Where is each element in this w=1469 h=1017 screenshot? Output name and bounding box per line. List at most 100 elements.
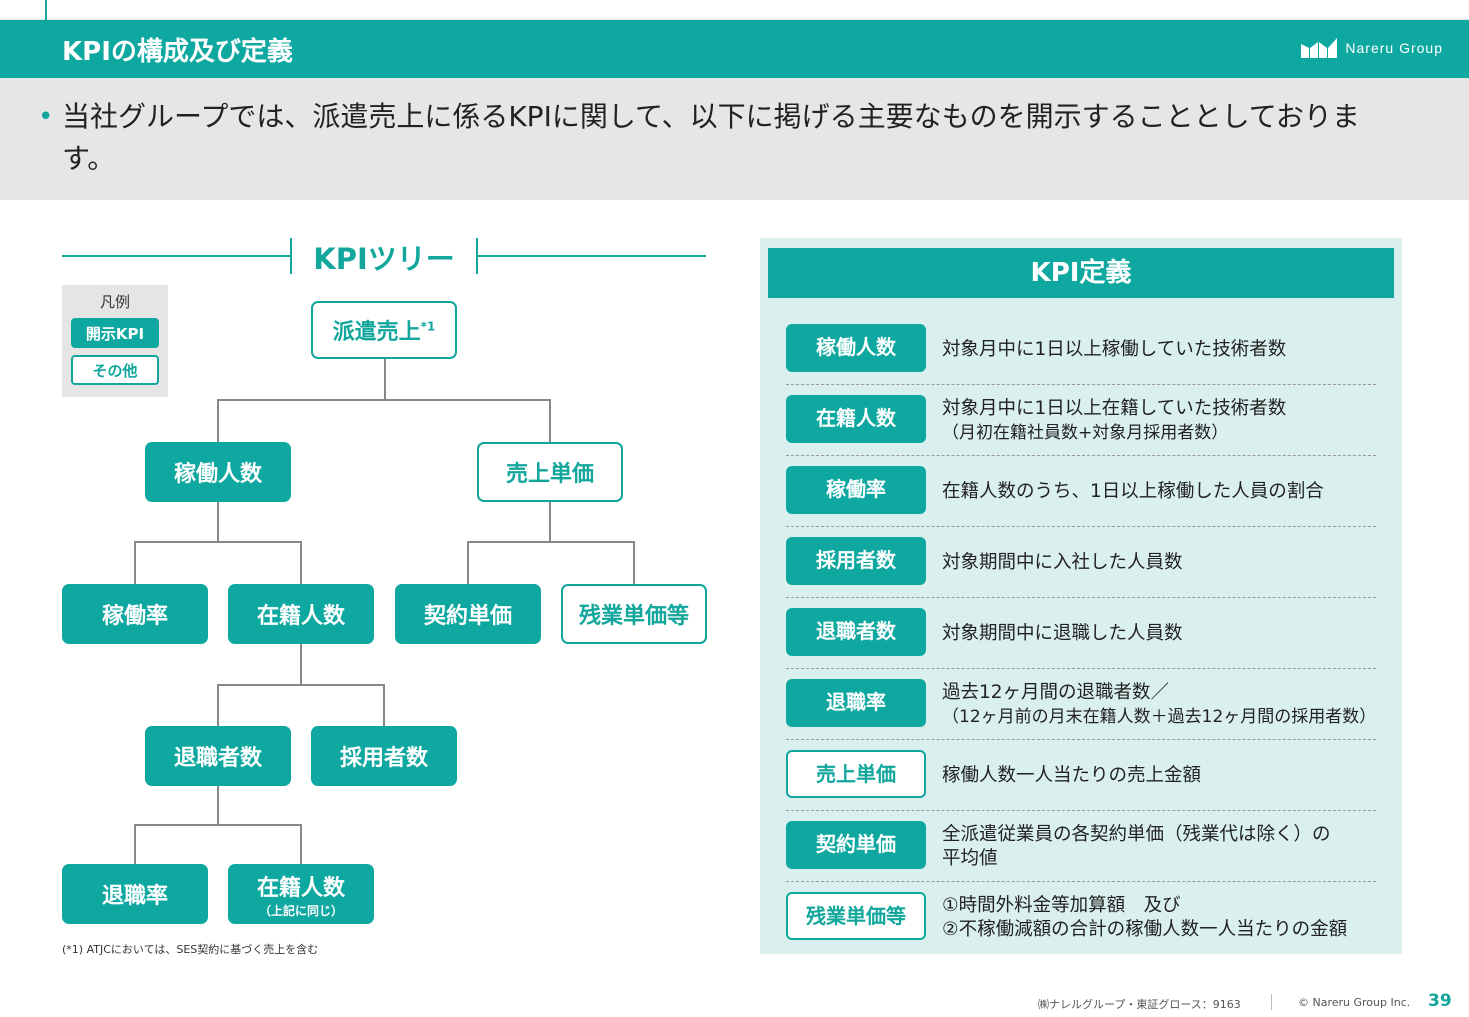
kpi-term: 退職者数 xyxy=(786,608,926,656)
connector xyxy=(217,502,219,542)
page-number: 39 xyxy=(1428,991,1452,1011)
node-enrolled-count: 在籍人数 xyxy=(228,584,374,644)
connector xyxy=(549,502,551,542)
connector xyxy=(633,541,635,584)
tree-title-tick-left xyxy=(290,238,292,274)
kpi-description-line1: 稼働人数一人当たりの売上金額 xyxy=(942,764,1202,786)
kpi-term: 退職率 xyxy=(786,679,926,727)
connector xyxy=(217,684,385,686)
connector xyxy=(217,399,219,443)
node-enrolled-repeat-label: 在籍人数 xyxy=(256,876,345,901)
lead-section: • 当社グループでは、派遣売上に係るKPIに関して、以下に掲げる主要なものを開示… xyxy=(0,78,1469,200)
connector xyxy=(383,684,385,726)
kpi-term: 売上単価 xyxy=(786,750,926,798)
kpi-term: 契約単価 xyxy=(786,821,926,869)
connector xyxy=(300,824,302,864)
kpi-definition-row: 売上単価稼働人数一人当たりの売上金額 xyxy=(786,740,1376,811)
kpi-description-line2: ②不稼働減額の合計の稼働人数一人当たりの金額 xyxy=(942,918,1348,940)
kpi-description: 稼働人数一人当たりの売上金額 xyxy=(942,740,1382,811)
page-title: KPIの構成及び定義 xyxy=(62,37,293,67)
connector xyxy=(217,785,219,825)
node-contract-price: 契約単価 xyxy=(395,584,541,644)
kpi-description: 在籍人数のうち、1日以上稼働した人員の割合 xyxy=(942,456,1382,527)
kpi-term: 在籍人数 xyxy=(786,395,926,443)
node-dispatch-sales: 派遣売上*1 xyxy=(311,301,457,359)
kpi-description: 対象月中に1日以上在籍していた技術者数 （月初在籍社員数+対象月採用者数） xyxy=(942,385,1382,456)
node-hires: 採用者数 xyxy=(311,726,457,786)
footnote-marker: *1 xyxy=(420,319,436,334)
footnote: (*1) ATJCにおいては、SES契約に基づく売上を含む xyxy=(62,943,319,956)
node-operating-rate: 稼働率 xyxy=(62,584,208,644)
kpi-definition-row: 退職者数対象期間中に退職した人員数 xyxy=(786,598,1376,669)
lead-text: 当社グループでは、派遣売上に係るKPIに関して、以下に掲げる主要なものを開示する… xyxy=(62,100,1360,175)
footer-company: ㈱ナレルグループ・東証グロース：9163 xyxy=(1038,998,1241,1011)
legend-other: その他 xyxy=(71,355,159,385)
kpi-term: 稼働人数 xyxy=(786,324,926,372)
logo-text: Nareru Group xyxy=(1345,40,1443,56)
top-strip xyxy=(0,0,1469,20)
kpi-description: 対象期間中に退職した人員数 xyxy=(942,598,1382,669)
connector xyxy=(467,541,469,584)
connector xyxy=(217,684,219,726)
kpi-term: 稼働率 xyxy=(786,466,926,514)
kpi-definition-title: KPI定義 xyxy=(768,248,1394,298)
node-unit-price: 売上単価 xyxy=(477,442,623,502)
legend: 凡例 開示KPI その他 xyxy=(62,285,168,397)
connector xyxy=(300,541,302,584)
kpi-description-line2: （月初在籍社員数+対象月採用者数） xyxy=(942,422,1229,443)
kpi-description: 対象月中に1日以上稼働していた技術者数 xyxy=(942,314,1382,385)
company-logo: Nareru Group xyxy=(1301,38,1443,58)
node-overtime-price: 残業単価等 xyxy=(561,584,707,644)
footer-copyright: © Nareru Group Inc. xyxy=(1298,996,1411,1009)
kpi-definition-row: 退職率過去12ヶ月間の退職者数／ （12ヶ月前の月末在籍人数＋過去12ヶ月間の採用… xyxy=(786,669,1376,740)
kpi-description-line1: 全派遣従業員の各契約単価（残業代は除く）の xyxy=(942,823,1331,845)
tree-title-tick-right xyxy=(476,238,478,274)
kpi-definition-panel: KPI定義 稼働人数対象月中に1日以上稼働していた技術者数在籍人数対象月中に1日… xyxy=(760,238,1402,954)
connector xyxy=(134,541,136,584)
kpi-description-line1: 対象月中に1日以上在籍していた技術者数 xyxy=(942,397,1287,419)
connector xyxy=(217,399,551,401)
kpi-term: 採用者数 xyxy=(786,537,926,585)
legend-disclosed-kpi: 開示KPI xyxy=(71,318,159,348)
kpi-description: 対象期間中に入社した人員数 xyxy=(942,527,1382,598)
bullet-icon: • xyxy=(38,102,54,132)
kpi-definition-row: 契約単価全派遣従業員の各契約単価（残業代は除く）の平均値 xyxy=(786,811,1376,882)
kpi-definition-row: 稼働人数対象月中に1日以上稼働していた技術者数 xyxy=(786,314,1376,385)
node-enrolled-count-repeat: 在籍人数 （上記に同じ） xyxy=(228,864,374,924)
node-dispatch-sales-label: 派遣売上 xyxy=(332,320,421,345)
kpi-description: 過去12ヶ月間の退職者数／ （12ヶ月前の月末在籍人数＋過去12ヶ月間の採用者数） xyxy=(942,669,1382,740)
connector xyxy=(134,824,302,826)
connector xyxy=(467,541,635,543)
kpi-tree-title: KPIツリー xyxy=(313,242,455,276)
node-operating-count: 稼働人数 xyxy=(145,442,291,502)
connector xyxy=(549,399,551,443)
tree-title-line-left xyxy=(62,255,290,257)
header-bar: KPIの構成及び定義 Nareru Group xyxy=(0,20,1469,78)
connector xyxy=(134,541,302,543)
kpi-description-line1: 対象期間中に入社した人員数 xyxy=(942,551,1183,573)
kpi-description: 全派遣従業員の各契約単価（残業代は除く）の平均値 xyxy=(942,811,1382,882)
node-enrolled-repeat-sub: （上記に同じ） xyxy=(258,904,343,918)
kpi-description-line1: 過去12ヶ月間の退職者数／ xyxy=(942,681,1170,703)
kpi-description-line2: 平均値 xyxy=(942,847,998,869)
node-retire-rate: 退職率 xyxy=(62,864,208,924)
kpi-description-line1: 対象期間中に退職した人員数 xyxy=(942,622,1183,644)
kpi-definition-row: 在籍人数対象月中に1日以上在籍していた技術者数 （月初在籍社員数+対象月採用者数） xyxy=(786,385,1376,456)
legend-title: 凡例 xyxy=(99,293,130,311)
kpi-description-line1: 在籍人数のうち、1日以上稼働した人員の割合 xyxy=(942,480,1324,502)
kpi-description-line1: ①時間外料金等加算額 及び xyxy=(942,894,1181,916)
nareru-logo-icon xyxy=(1301,38,1338,58)
connector xyxy=(300,643,302,685)
footer-separator xyxy=(1271,994,1272,1010)
kpi-definition-row: 稼働率在籍人数のうち、1日以上稼働した人員の割合 xyxy=(786,456,1376,527)
tree-title-line-right xyxy=(478,255,706,257)
kpi-term: 残業単価等 xyxy=(786,892,926,940)
kpi-description-line2: （12ヶ月前の月末在籍人数＋過去12ヶ月間の採用者数） xyxy=(942,706,1377,727)
connector xyxy=(384,358,386,400)
kpi-description-line1: 対象月中に1日以上稼働していた技術者数 xyxy=(942,338,1287,360)
connector xyxy=(134,824,136,864)
node-retirees: 退職者数 xyxy=(145,726,291,786)
kpi-definition-row: 採用者数対象期間中に入社した人員数 xyxy=(786,527,1376,598)
